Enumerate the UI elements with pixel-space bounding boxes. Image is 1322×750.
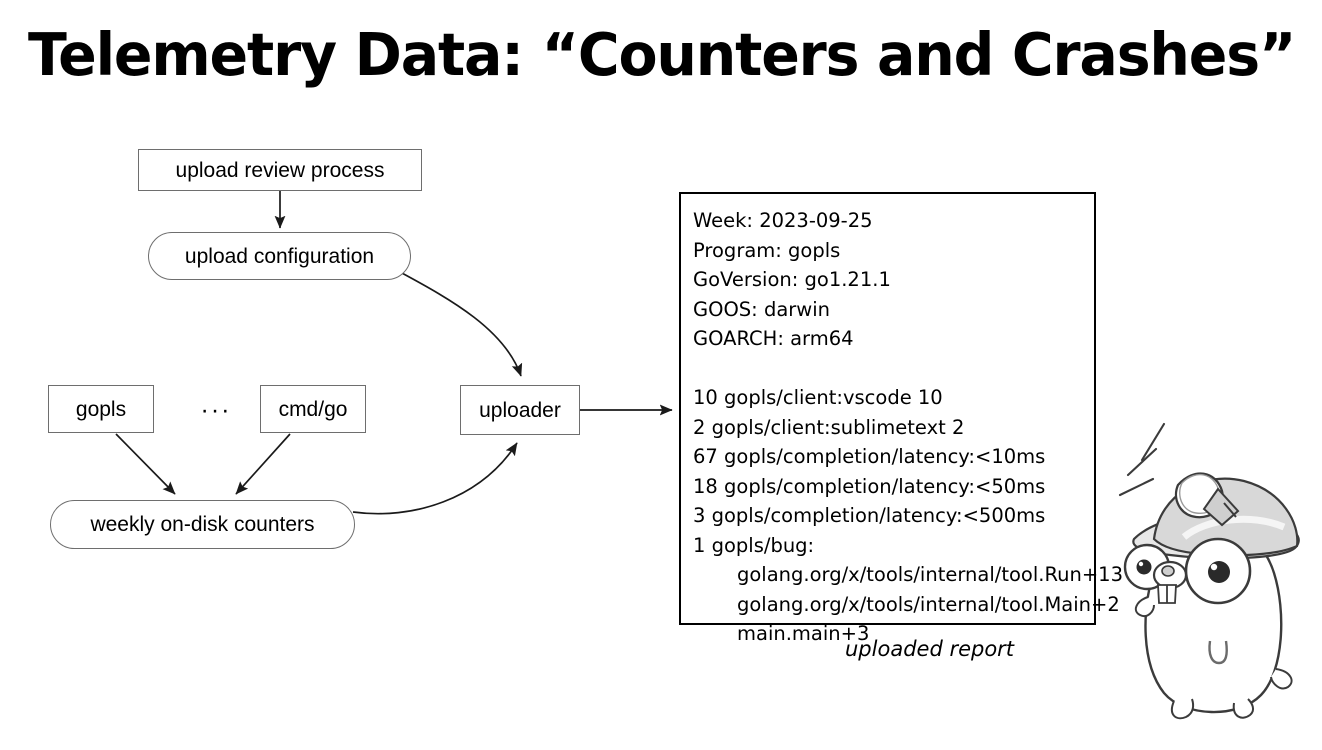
report-line: main.main+3 — [737, 622, 870, 645]
diagram-node-weekly-on-disk-counters[interactable]: weekly on-disk counters — [50, 500, 355, 549]
report-line: 18 gopls/completion/latency:<50ms — [693, 474, 1046, 498]
diagram-node-cmd-go[interactable]: cmd/go — [260, 385, 366, 433]
report-line — [693, 354, 1094, 384]
node-label: uploader — [479, 398, 561, 422]
diagram-node-upload-configuration[interactable]: upload configuration — [148, 232, 411, 280]
report-line: 10 gopls/client:vscode 10 — [693, 386, 943, 409]
diagram-node-uploader[interactable]: uploader — [460, 385, 580, 435]
diagram-node-upload-review-process[interactable]: upload review process — [138, 149, 422, 191]
report-line: 67 gopls/completion/latency:<10ms — [693, 445, 1046, 468]
gopher-nose — [1161, 565, 1175, 577]
go-gopher-mascot-icon — [1118, 422, 1300, 720]
report-line: 1 gopls/bug: — [693, 533, 815, 557]
motion-line-3 — [1118, 477, 1155, 497]
diagram-ellipsis: ··· — [200, 396, 232, 424]
report-line: golang.org/x/tools/internal/tool.Main+2 — [737, 592, 1120, 616]
gopher-belly-mark — [1208, 640, 1228, 665]
node-label: gopls — [75, 397, 127, 421]
headlamp-band — [1223, 502, 1237, 518]
gopher-left-arm — [1134, 596, 1155, 617]
report-line: GoVersion: go1.21.1 — [693, 268, 891, 291]
motion-line-2 — [1126, 447, 1158, 477]
edge-config-to-uploader — [399, 271, 523, 377]
node-label: upload review process — [175, 158, 385, 182]
node-label: upload configuration — [184, 244, 375, 268]
edge-counters-to-uploader — [352, 442, 518, 515]
report-line: Program: gopls — [693, 238, 841, 262]
headlamp-mount — [1202, 487, 1240, 527]
gopher-left-foot — [1170, 698, 1195, 720]
edge-cmdgo-to-counters — [235, 433, 291, 495]
gopher-pupil-left — [1136, 559, 1152, 575]
motion-line-1 — [1140, 422, 1166, 462]
diagram-node-gopls[interactable]: gopls — [48, 385, 154, 433]
report-line: 3 gopls/completion/latency:<500ms — [693, 504, 1046, 527]
gopher-right-foot — [1232, 698, 1255, 719]
report-line: golang.org/x/tools/internal/tool.Run+13 — [737, 563, 1123, 586]
report-line: GOOS: darwin — [693, 297, 831, 321]
page-title: Telemetry Data: “Counters and Crashes” — [28, 20, 1296, 89]
report-line: Week: 2023-09-25 — [693, 209, 873, 232]
gopher-eye-right-glint — [1210, 563, 1218, 571]
edge-gopls-to-counters — [115, 433, 176, 495]
report-line: 2 gopls/client:sublimetext 2 — [693, 415, 965, 439]
helmet-highlight — [1181, 515, 1286, 540]
report-line: GOARCH: arm64 — [693, 327, 854, 350]
report-caption: uploaded report — [845, 637, 1015, 661]
node-label: weekly on-disk counters — [90, 513, 315, 536]
gopher-pupil-right — [1208, 561, 1230, 583]
gopher-right-arm — [1270, 668, 1293, 690]
gopher-eye-left-glint — [1138, 561, 1144, 567]
node-label: cmd/go — [278, 397, 348, 421]
